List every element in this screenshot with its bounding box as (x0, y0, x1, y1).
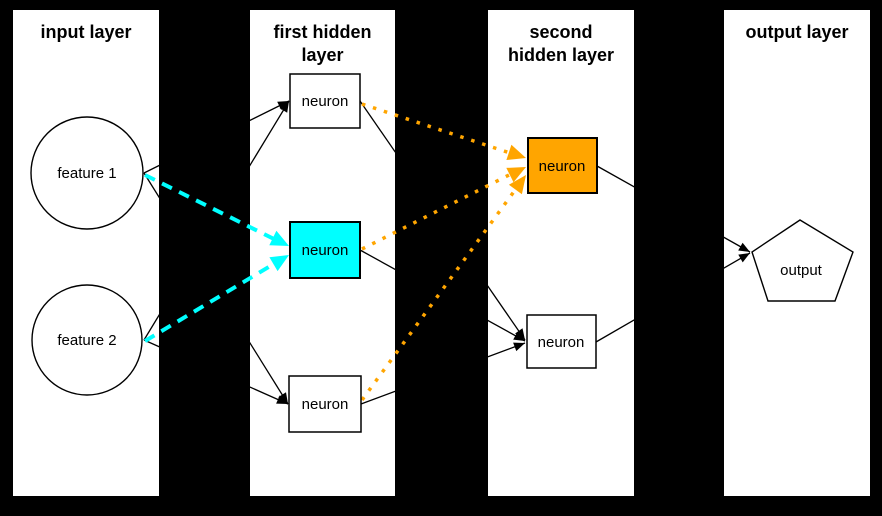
node-label-feature2: feature 2 (57, 332, 116, 349)
panel-title-line: hidden layer (507, 45, 615, 65)
arrowhead-icon (738, 253, 750, 263)
edge-feature2-to-cyan-neuron (143, 260, 279, 343)
orange-dotted-edges (360, 102, 520, 402)
node-hidden2-top-orange (527, 137, 598, 194)
node-hidden1-top (289, 73, 361, 129)
black-edges (143, 100, 751, 405)
arrowhead-icon (513, 342, 525, 352)
panel-title-line: input layer (40, 22, 132, 42)
arrowhead-icon (276, 395, 288, 404)
edge-feature1-to-hidden1-bottom (143, 172, 289, 405)
arrowhead-icon (506, 167, 526, 183)
node-label-output: output (780, 262, 823, 279)
edge-hidden2-bottom-to-output (595, 252, 751, 343)
panel-title-input-layer: input layer (13, 10, 159, 44)
node-hidden1-middle-cyan (289, 221, 361, 279)
panel-title-line: first hidden (273, 22, 372, 42)
node-feature1 (30, 116, 144, 230)
arrowhead-icon (269, 230, 289, 246)
arrowhead-icon (279, 101, 289, 113)
black-arrowheads (276, 101, 750, 404)
panel-title-first-hidden-layer: first hidden layer (250, 10, 395, 67)
panel-title-line: layer (301, 45, 344, 65)
arrowhead-icon (269, 255, 289, 272)
edge-hidden1-top-to-orange-neuron (361, 102, 514, 156)
node-label-hidden2-top: neuron (539, 158, 586, 175)
edge-feature2-to-hidden1-bottom (143, 339, 289, 405)
arrowhead-icon (513, 331, 525, 341)
edge-hidden1-top-to-hidden2-bottom (359, 100, 526, 341)
arrowhead-icon (515, 328, 525, 340)
node-feature2 (31, 284, 143, 396)
edge-hidden1-bottom-to-orange-neuron (360, 184, 520, 402)
edge-hidden1-middle-to-hidden2-bottom (359, 249, 526, 342)
edge-hidden2-top-to-output (596, 165, 751, 253)
node-label-hidden1-middle: neuron (302, 242, 349, 259)
panel-input-layer: input layer (13, 10, 159, 496)
panel-second-hidden-layer: second hidden layer (488, 10, 634, 496)
arrowhead-icon (506, 144, 526, 160)
edge-hidden1-middle-to-orange-neuron (361, 171, 514, 251)
edge-feature1-to-cyan-neuron (144, 173, 277, 242)
node-label-hidden2-bottom: neuron (538, 334, 585, 351)
arrowhead-icon (738, 242, 750, 252)
node-label-hidden1-bottom: neuron (302, 396, 349, 413)
node-label-feature1: feature 1 (57, 165, 116, 182)
orange-arrowheads (506, 144, 526, 195)
node-hidden1-bottom (288, 375, 362, 433)
node-output-pentagon (751, 219, 854, 302)
panel-title-second-hidden-layer: second hidden layer (488, 10, 634, 67)
node-label-hidden1-top: neuron (302, 93, 349, 110)
panel-title-line: second (529, 22, 593, 42)
cyan-dashed-edges (143, 173, 279, 343)
panel-title-output-layer: output layer (724, 10, 870, 44)
arrowhead-icon (278, 392, 288, 404)
arrowhead-icon (508, 175, 526, 195)
node-hidden2-bottom (526, 314, 597, 369)
cyan-arrowheads (269, 230, 289, 272)
edge-feature2-to-hidden1-top (143, 100, 290, 341)
edge-hidden1-bottom-to-hidden2-bottom (360, 342, 526, 405)
panel-title-line: output layer (745, 22, 849, 42)
edge-feature1-to-hidden1-top (143, 100, 290, 174)
